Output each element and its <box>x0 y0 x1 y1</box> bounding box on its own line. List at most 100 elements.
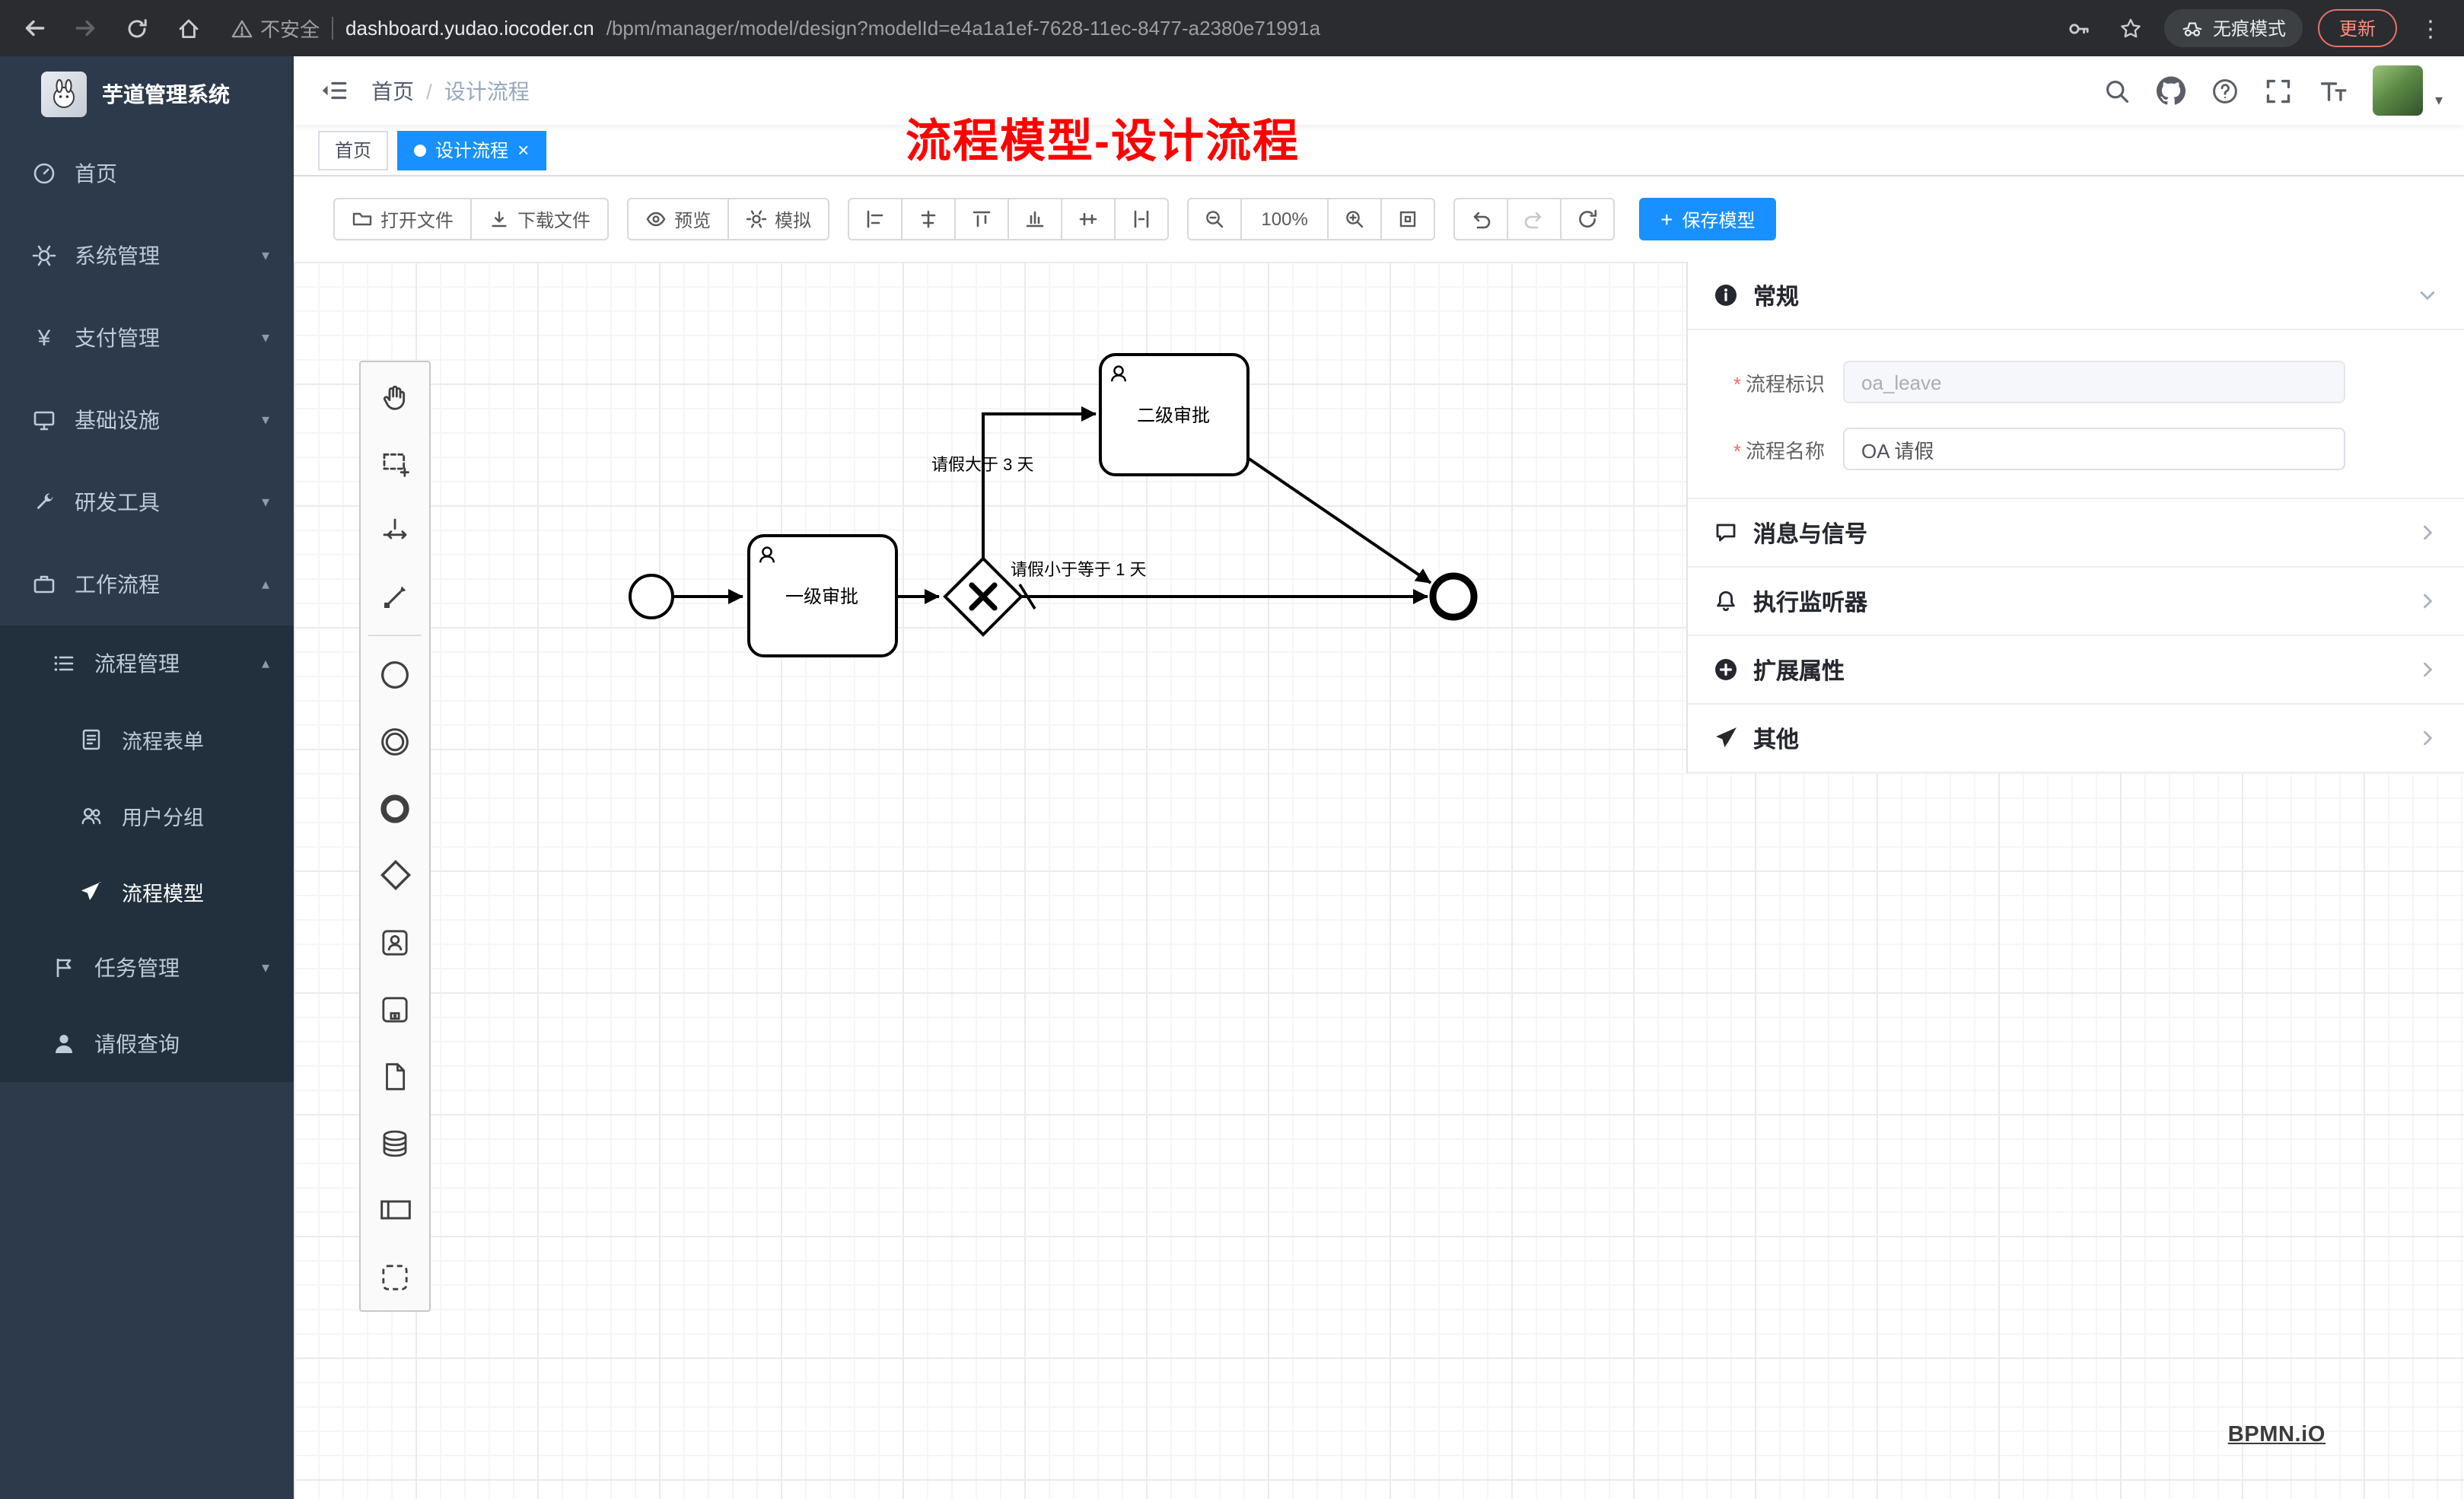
open-file-button[interactable]: 打开文件 <box>333 198 473 240</box>
create-subprocess[interactable] <box>361 975 429 1042</box>
chevron-down-icon: ▾ <box>261 412 269 428</box>
tab-home[interactable]: 首页 <box>318 130 389 170</box>
browser-menu-icon[interactable]: ⋮ <box>2419 16 2442 42</box>
bookmark-star-icon[interactable] <box>2112 10 2149 46</box>
sidebar-item-label: 流程表单 <box>122 730 204 753</box>
bpmn-diagram[interactable]: 一级审批 二级审批 请假大于 3 天 <box>294 262 2464 1499</box>
fullscreen-icon[interactable] <box>2265 77 2292 104</box>
process-key-input[interactable] <box>1843 361 2345 403</box>
panel-section-other[interactable]: 其他 <box>1688 705 2464 773</box>
create-data-store[interactable] <box>361 1109 429 1176</box>
address-bar[interactable]: 不安全 dashboard.yudao.iocoder.cn/bpm/manag… <box>231 14 2036 43</box>
sidebar-fold-icon[interactable] <box>320 76 349 105</box>
process-name-input[interactable] <box>1843 428 2345 470</box>
chevron-down-icon <box>2417 285 2438 306</box>
end-event[interactable] <box>1429 572 1478 621</box>
sidebar-item-process-manage[interactable]: 流程管理 ▴ <box>0 625 294 702</box>
palette-separator <box>368 635 422 636</box>
home-icon[interactable] <box>170 10 207 46</box>
sidebar-item-task-manage[interactable]: 任务管理 ▾ <box>0 930 294 1006</box>
download-icon <box>492 211 507 228</box>
close-icon[interactable]: × <box>517 138 530 161</box>
reload-icon[interactable] <box>119 10 155 46</box>
bpmn-canvas[interactable]: 一级审批 二级审批 请假大于 3 天 <box>294 262 2464 1499</box>
help-icon[interactable] <box>2211 77 2239 104</box>
tab-design-process[interactable]: 设计流程 × <box>397 130 546 170</box>
panel-section-general[interactable]: 常规 <box>1688 262 2464 330</box>
task-level2-approval[interactable] <box>1099 353 1250 476</box>
eye-icon <box>646 212 666 227</box>
save-model-button[interactable]: + 保存模型 <box>1639 198 1777 240</box>
wrench-icon <box>37 493 53 510</box>
back-icon[interactable] <box>15 10 52 46</box>
create-end-event[interactable] <box>361 775 429 842</box>
app-header: 首页 / 设计流程 <box>294 56 2464 125</box>
task-level1-approval[interactable] <box>747 534 898 657</box>
app-logo[interactable]: 芋道管理系统 <box>0 56 294 132</box>
sidebar-item-process-form[interactable]: 流程表单 <box>0 702 294 778</box>
create-start-event[interactable] <box>361 641 429 708</box>
zoom-out-button[interactable] <box>1187 198 1243 240</box>
hand-tool[interactable] <box>361 362 429 429</box>
fit-viewport-button[interactable] <box>1380 198 1436 240</box>
create-group[interactable] <box>361 1243 429 1310</box>
sidebar-item-process-model[interactable]: 流程模型 <box>0 854 294 930</box>
chevron-down-icon: ▾ <box>261 960 269 976</box>
undo-button[interactable] <box>1453 198 1509 240</box>
github-icon[interactable] <box>2156 76 2185 105</box>
sidebar-item-system[interactable]: 系统管理 ▾ <box>0 215 294 297</box>
sidebar-item-workflow[interactable]: 工作流程 ▴ <box>0 543 294 625</box>
create-participant[interactable] <box>361 1176 429 1243</box>
lasso-tool[interactable] <box>361 429 429 496</box>
create-intermediate-event[interactable] <box>361 708 429 775</box>
default-flow-marker <box>1018 584 1036 609</box>
align-middle-vertical-button[interactable] <box>1061 198 1116 240</box>
incognito-label: 无痕模式 <box>2212 18 2286 40</box>
bpmn-io-watermark[interactable]: BPMN.iO <box>2227 1423 2326 1447</box>
user-avatar[interactable] <box>2372 65 2423 116</box>
simulate-button[interactable]: 模拟 <box>727 198 830 240</box>
button-label: 预览 <box>674 209 712 231</box>
create-user-task[interactable] <box>361 909 429 975</box>
update-button[interactable]: 更新 <box>2317 9 2397 47</box>
global-connect-tool[interactable] <box>361 563 429 630</box>
align-center-horizontal-button[interactable] <box>901 198 957 240</box>
bpmn-designer: 打开文件 下载文件 预览 <box>294 177 2464 1499</box>
redo-button[interactable] <box>1507 198 1562 240</box>
breadcrumb: 首页 / 设计流程 <box>371 75 530 106</box>
sidebar-item-infra[interactable]: 基础设施 ▾ <box>0 379 294 461</box>
sidebar-item-home[interactable]: 首页 <box>0 132 294 215</box>
space-tool[interactable] <box>361 496 429 563</box>
panel-section-listeners[interactable]: 执行监听器 <box>1688 568 2464 636</box>
flow-gateway-to-task2[interactable] <box>982 406 1097 559</box>
sidebar-item-user-group[interactable]: 用户分组 <box>0 778 294 854</box>
bpmn-palette <box>359 361 431 1312</box>
breadcrumb-home[interactable]: 首页 <box>371 78 414 103</box>
align-top-button[interactable] <box>954 198 1010 240</box>
forward-icon[interactable] <box>67 10 103 46</box>
zoom-in-button[interactable] <box>1327 198 1383 240</box>
start-event[interactable] <box>629 574 674 619</box>
font-size-icon[interactable] <box>2318 77 2347 104</box>
panel-section-messages[interactable]: 消息与信号 <box>1688 499 2464 568</box>
paper-plane-icon <box>1716 727 1737 747</box>
align-left-button[interactable] <box>848 198 903 240</box>
panel-section-extensions[interactable]: 扩展属性 <box>1688 636 2464 705</box>
password-key-icon[interactable] <box>2061 10 2097 46</box>
restart-button[interactable] <box>1560 198 1616 240</box>
not-secure-badge[interactable]: 不安全 <box>231 14 320 43</box>
sidebar-item-label: 基础设施 <box>75 408 160 432</box>
create-data-object[interactable] <box>361 1042 429 1109</box>
sidebar-item-devtools[interactable]: 研发工具 ▾ <box>0 461 294 543</box>
preview-button[interactable]: 预览 <box>627 198 730 240</box>
flow-task2-to-end[interactable] <box>1246 457 1432 584</box>
download-file-button[interactable]: 下载文件 <box>470 198 610 240</box>
search-icon[interactable] <box>2103 77 2131 104</box>
sidebar-item-leave-query[interactable]: 请假查询 <box>0 1006 294 1082</box>
distribute-horizontal-button[interactable] <box>1114 198 1170 240</box>
align-bottom-button[interactable] <box>1008 198 1063 240</box>
properties-panel: 常规 *流程标识 *流程名称 <box>1686 262 2464 773</box>
sidebar-item-payment[interactable]: ¥ 支付管理 ▾ <box>0 297 294 379</box>
avatar-caret-icon[interactable]: ▾ <box>2434 93 2443 110</box>
create-gateway[interactable] <box>361 842 429 909</box>
